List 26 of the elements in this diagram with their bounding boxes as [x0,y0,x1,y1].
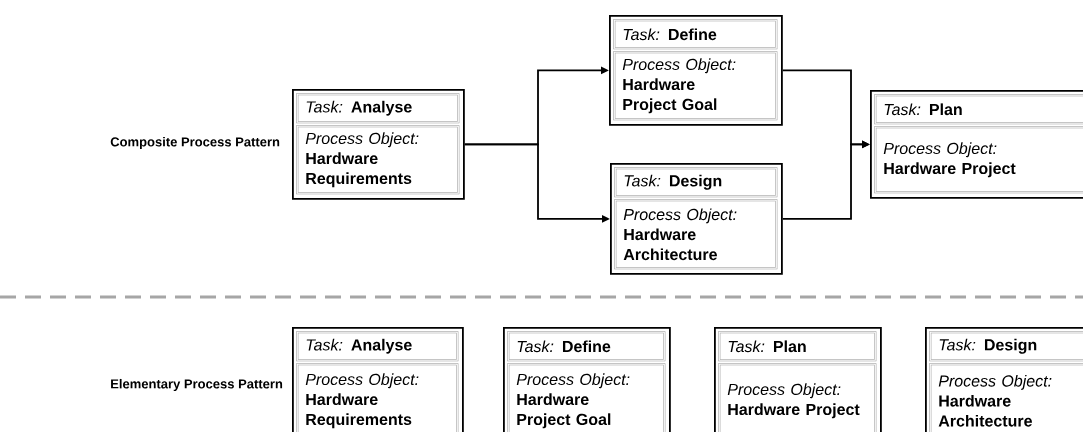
process-object-cell: Process Object: Hardware Architecture [614,199,778,270]
task-box [870,90,1083,199]
task-box [292,327,464,432]
process-object-cell: Process Object: Hardware Project Goal [507,363,666,432]
task-box [503,327,671,432]
process-object-cell: Process Object: Hardware Requirements [296,125,460,195]
task-cell: Task: Define [613,19,778,50]
task-box [925,327,1083,432]
task-cell: Task: Design [929,331,1083,362]
section-label: Elementary Process Pattern [111,378,283,392]
task-cell: Task: Plan [718,331,877,362]
task-box [714,327,882,432]
task-cell: Task: Define [507,331,666,362]
task-cell: Task: Design [614,167,778,198]
task-cell: Task: Analyse [296,93,460,124]
task-cell: Task: Analyse [296,331,459,362]
task-box [292,89,465,200]
process-object-cell: Process Object: Hardware Project Goal [613,51,778,121]
section-label: Composite Process Pattern [110,136,280,150]
task-cell: Task: Plan [874,94,1083,125]
task-box [609,15,783,126]
process-object-cell: Process Object: Hardware Architecture [929,363,1083,432]
process-object-cell: Process Object: Hardware Requirements [296,363,459,432]
process-object-cell: Process Object: Hardware Project [718,363,877,432]
process-object-cell: Process Object: Hardware Project [874,126,1083,194]
task-box [610,163,783,275]
